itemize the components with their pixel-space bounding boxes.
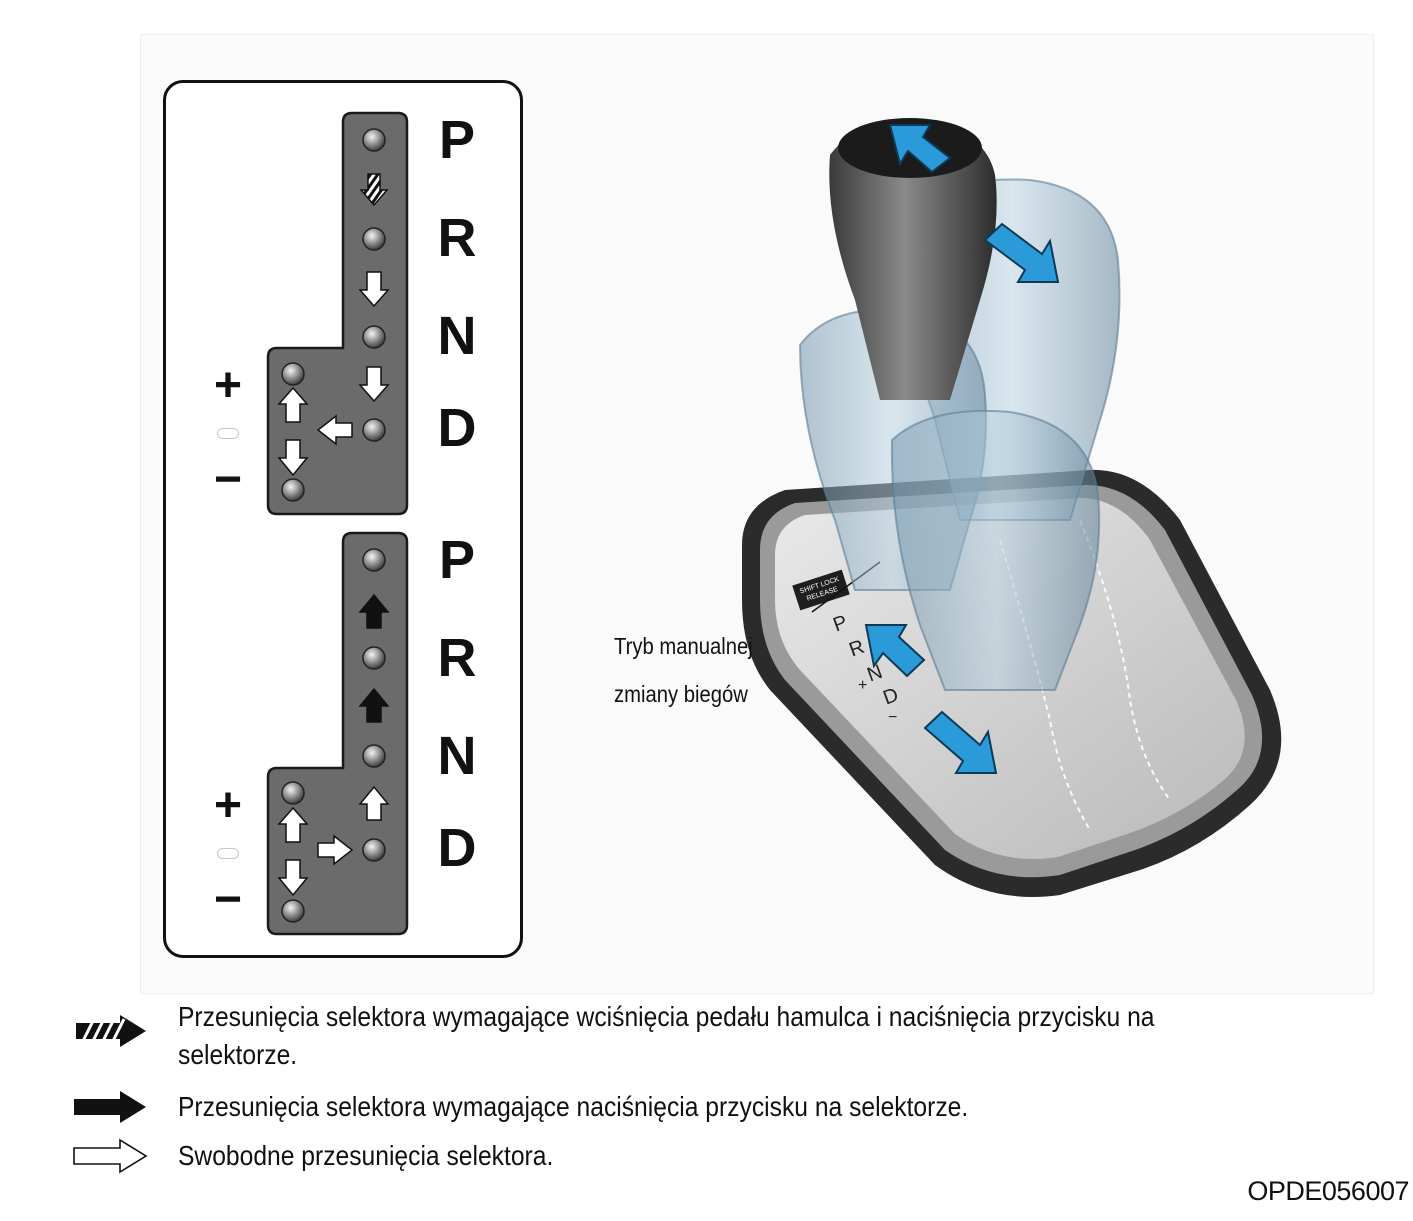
indicator-plus: + xyxy=(858,677,867,694)
gate-position-dot xyxy=(362,227,386,251)
outline-arrow-icon xyxy=(277,439,309,477)
gate-position-dot xyxy=(281,781,305,805)
blue-arrow-icon xyxy=(923,710,998,774)
plus-sign: + xyxy=(213,779,243,832)
callout-line1: Tryb manualnej xyxy=(614,633,753,659)
hatched-arrow-icon xyxy=(359,173,389,207)
gear-letter-r: R xyxy=(437,628,477,688)
gear-letter-r: R xyxy=(437,208,477,268)
gate-diagram-bottom xyxy=(266,531,409,936)
solid-arrow-icon xyxy=(74,1091,146,1123)
gear-letter-p: P xyxy=(438,530,476,590)
gate-position-dot xyxy=(362,744,386,768)
gate-position-dot xyxy=(281,899,305,923)
blue-arrow-icon xyxy=(888,124,952,174)
gate-position-dot xyxy=(362,325,386,349)
minus-sign: − xyxy=(213,453,243,506)
blue-arrow-icon xyxy=(864,624,926,678)
outline-arrow-icon xyxy=(277,859,309,897)
gate-position-dot xyxy=(362,548,386,572)
plus-sign: + xyxy=(213,359,243,412)
outline-arrow-icon xyxy=(358,271,390,308)
gear-letter-n: N xyxy=(437,306,477,366)
outline-arrow-icon xyxy=(358,366,390,403)
outline-arrow-icon xyxy=(358,785,390,821)
callout-line2: zmiany biegów xyxy=(614,681,748,707)
gear-letter-d: D xyxy=(437,398,477,458)
outline-arrow-icon xyxy=(277,386,309,423)
outline-arrow-icon xyxy=(73,1138,148,1174)
figure-code: OPDE056007 xyxy=(1247,1176,1409,1206)
solid-arrow-icon xyxy=(358,593,390,629)
blue-arrow-icon xyxy=(983,222,1060,283)
legend-text-3: Swobodne przesunięcia selektora. xyxy=(178,1140,554,1171)
gate-position-dot xyxy=(281,362,305,386)
indicator-minus: − xyxy=(888,709,897,726)
hatched-arrow-icon xyxy=(76,1015,146,1047)
gear-letter-p: P xyxy=(438,110,476,170)
gear-knob-illustration: SHIFT LOCK RELEASE P R N D + − xyxy=(742,118,1282,897)
gear-letter-n: N xyxy=(437,726,477,786)
solid-arrow-icon xyxy=(358,687,390,723)
gate-diagram-top xyxy=(266,111,409,516)
gate-position-dot xyxy=(362,838,386,862)
legend-text-2: Przesunięcia selektora wymagające naciśn… xyxy=(178,1091,969,1122)
gate-position-dot xyxy=(362,418,386,442)
shift-lock-release-button xyxy=(792,569,850,611)
gear-letter-d: D xyxy=(437,818,477,878)
indicator-d: D xyxy=(880,684,901,710)
legend-text-1: Przesunięcia selektora wymagające wciśni… xyxy=(178,1001,1155,1070)
gate-position-dot xyxy=(362,128,386,152)
outline-arrow-icon xyxy=(317,834,354,866)
minus-sign: − xyxy=(213,873,243,926)
manual-indicator-oval xyxy=(217,428,239,439)
outline-arrow-icon xyxy=(277,806,309,843)
gate-position-dot xyxy=(281,478,305,502)
indicator-n: N xyxy=(864,661,885,687)
outline-arrow-icon xyxy=(316,414,353,446)
manual-indicator-oval xyxy=(217,848,239,859)
indicator-r: R xyxy=(846,636,867,662)
gate-position-dot xyxy=(362,646,386,670)
